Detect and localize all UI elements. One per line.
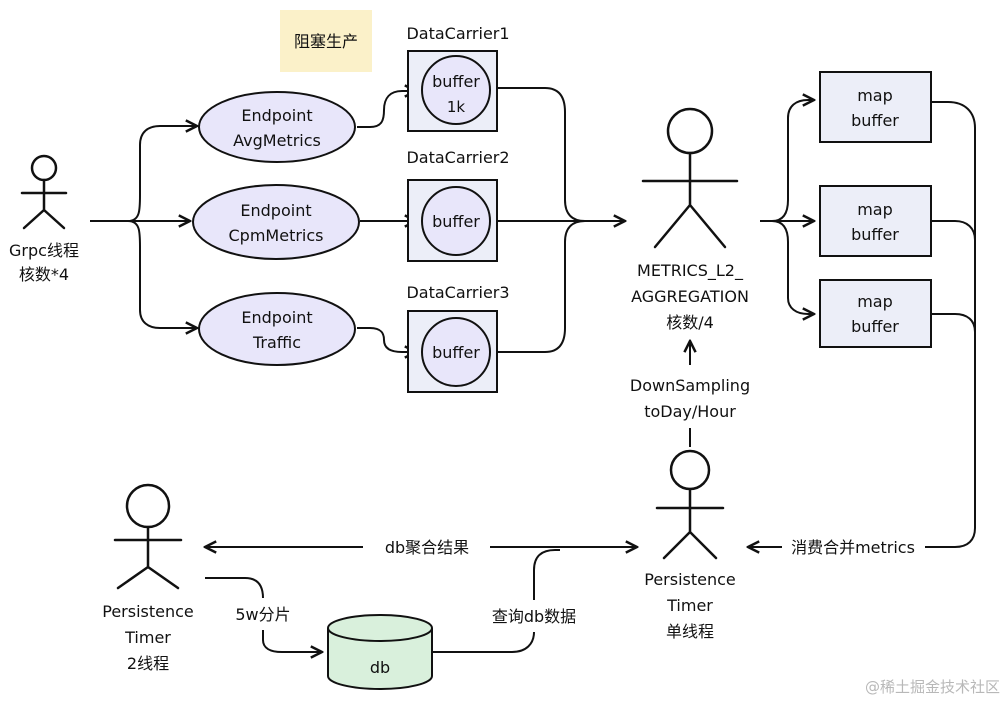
- edge-db-to-query: [432, 631, 535, 653]
- actor-persistence-single-line3: 单线程: [666, 622, 714, 641]
- label-downsampling-line2: toDay/Hour: [644, 402, 736, 421]
- actor-body: [655, 487, 725, 560]
- map-buffer-line2: buffer: [851, 317, 899, 336]
- datacarrier-title: DataCarrier3: [406, 283, 509, 302]
- map-buffer-line2: buffer: [851, 111, 899, 130]
- buffer-label: buffer: [432, 343, 480, 362]
- actor-persistence-2: Persistence Timer 2线程: [102, 483, 194, 673]
- actor-grpc-name: Grpc线程: [9, 241, 79, 260]
- actor-head: [669, 449, 711, 491]
- edge-grpc-to-avgmetrics: [127, 126, 197, 222]
- edge-carrier3-to-merge: [497, 220, 586, 353]
- endpoint-label-line2: Traffic: [252, 333, 301, 352]
- endpoint-label-line2: AvgMetrics: [233, 131, 321, 150]
- actor-grpc: Grpc线程 核数*4: [9, 154, 79, 284]
- actor-l2-cores: 核数/4: [666, 313, 714, 332]
- sticky-note-bg: [280, 10, 372, 72]
- sticky-note: 阻塞生产: [280, 10, 372, 72]
- watermark: @稀土掘金技术社区: [865, 678, 1000, 696]
- edge-mapbuffer1-to-consume: [925, 101, 976, 548]
- label-consume-merge: 消费合并metrics: [791, 538, 915, 557]
- db-cylinder: db: [327, 614, 433, 690]
- buffer-label: buffer: [432, 72, 480, 91]
- actor-persistence2-line2: Timer: [124, 628, 171, 647]
- datacarrier-title: DataCarrier1: [406, 24, 509, 43]
- edge-l2-to-mapbuffer3: [760, 220, 814, 314]
- endpoint-label-line1: Endpoint: [241, 308, 312, 327]
- edge-traffic-to-carrier3: [357, 327, 416, 352]
- actor-persistence2-line3: 2线程: [127, 654, 169, 673]
- actor-body: [113, 525, 183, 590]
- actor-body: [641, 151, 739, 249]
- actor-head: [30, 154, 58, 182]
- buffer-circle: [421, 55, 491, 125]
- label-shard: 5w分片: [235, 605, 290, 624]
- actor-persistence-single-line2: Timer: [666, 596, 713, 615]
- edge-avgmetrics-to-carrier1: [357, 91, 416, 128]
- map-buffer-line1: map: [857, 200, 893, 219]
- actor-head: [125, 483, 171, 529]
- actor-persistence-single-line1: Persistence: [644, 570, 736, 589]
- buffer-label: buffer: [432, 212, 480, 231]
- edge-grpc-to-traffic: [127, 220, 197, 328]
- edge-l2-to-mapbuffer1: [760, 100, 814, 222]
- buffer-circle: [421, 186, 491, 256]
- endpoint-label-line1: Endpoint: [240, 201, 311, 220]
- edge-persistence2-to-shard: [205, 577, 264, 599]
- label-db-result: db聚合结果: [385, 538, 469, 557]
- map-buffer-box: [819, 185, 932, 257]
- buffer-size: 1k: [447, 98, 466, 116]
- actor-persistence2-line1: Persistence: [102, 602, 194, 621]
- actor-grpc-cores: 核数*4: [19, 265, 69, 284]
- actor-metrics-l2: METRICS_L2_ AGGREGATION 核数/4: [631, 107, 749, 332]
- map-buffer-line1: map: [857, 86, 893, 105]
- db-body: [327, 628, 433, 690]
- buffer-circle: [421, 317, 491, 387]
- endpoint-label-line2: CpmMetrics: [229, 226, 324, 245]
- db-label: db: [370, 658, 390, 677]
- actor-head: [666, 107, 714, 155]
- datacarrier-title: DataCarrier2: [406, 148, 509, 167]
- actor-persistence-single: Persistence Timer 单线程: [644, 449, 736, 641]
- map-buffer-1: map buffer: [819, 71, 932, 143]
- endpoint-shape: [192, 184, 360, 260]
- edge-query-to-dbresult: [533, 549, 560, 600]
- actor-body: [20, 178, 68, 230]
- endpoint-label-line1: Endpoint: [241, 106, 312, 125]
- edge-carrier1-to-merge: [497, 87, 586, 222]
- map-buffer-line2: buffer: [851, 225, 899, 244]
- map-buffer-line1: map: [857, 292, 893, 311]
- datacarrier-1: DataCarrier1 buffer 1k: [406, 24, 510, 132]
- datacarrier-3: DataCarrier3 buffer: [406, 283, 510, 393]
- map-buffer-3: map buffer: [819, 279, 932, 348]
- actor-l2-name-line1: METRICS_L2_: [637, 261, 744, 281]
- endpoint-shape: [198, 292, 356, 366]
- label-query: 查询db数据: [492, 607, 576, 626]
- endpoint-cpmmetrics: Endpoint CpmMetrics: [192, 184, 360, 260]
- endpoint-shape: [198, 91, 356, 163]
- edge-mapbuffer3-to-consume: [932, 313, 976, 333]
- sticky-note-text: 阻塞生产: [294, 32, 358, 51]
- label-downsampling-line1: DownSampling: [630, 376, 750, 395]
- connectors: [90, 87, 976, 653]
- map-buffer-2: map buffer: [819, 185, 932, 257]
- edge-shard-to-db: [262, 630, 322, 652]
- map-buffer-box: [819, 71, 932, 143]
- map-buffer-box: [819, 279, 932, 348]
- datacarrier-2: DataCarrier2 buffer: [406, 148, 510, 262]
- actor-l2-name-line2: AGGREGATION: [631, 287, 749, 306]
- endpoint-avgmetrics: Endpoint AvgMetrics: [198, 91, 356, 163]
- endpoint-traffic: Endpoint Traffic: [198, 292, 356, 366]
- db-top: [327, 614, 433, 642]
- edge-mapbuffer2-to-consume: [932, 220, 976, 241]
